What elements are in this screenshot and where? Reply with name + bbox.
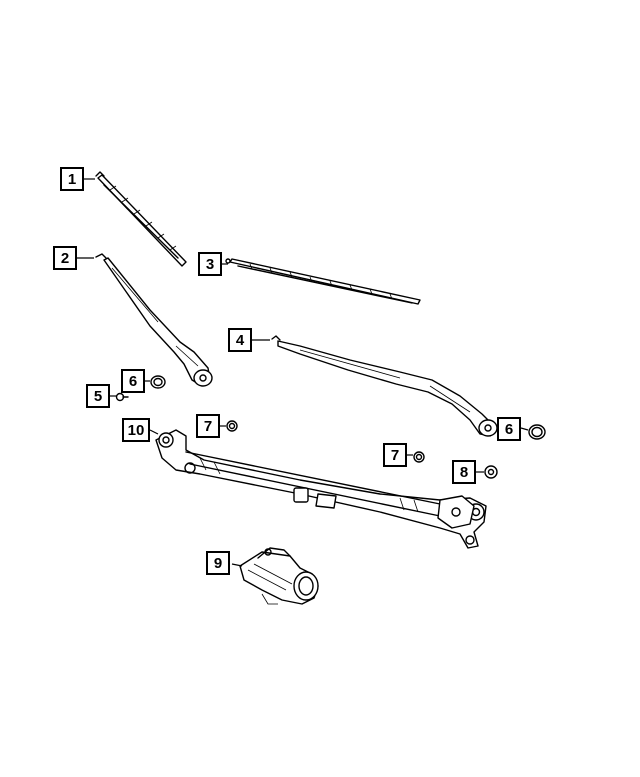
callout-8[interactable]: 8 <box>452 460 476 484</box>
callout-9[interactable]: 9 <box>206 551 230 575</box>
cap-6-left <box>150 375 166 389</box>
callout-4[interactable]: 4 <box>228 328 252 352</box>
wiper-blade-right <box>225 258 421 305</box>
callout-6-right[interactable]: 6 <box>497 417 521 441</box>
nut-7-upper <box>226 420 238 432</box>
wiper-arm-right <box>271 335 498 437</box>
callout-7-upper[interactable]: 7 <box>196 414 220 438</box>
callout-6-left[interactable]: 6 <box>121 369 145 393</box>
nut-5 <box>115 392 129 402</box>
callout-3[interactable]: 3 <box>198 252 222 276</box>
wiper-motor <box>239 547 319 605</box>
cap-6-right <box>528 424 546 440</box>
callout-7-lower[interactable]: 7 <box>383 443 407 467</box>
nut-7-lower <box>413 451 425 463</box>
callout-5[interactable]: 5 <box>86 384 110 408</box>
callout-1[interactable]: 1 <box>60 167 84 191</box>
washer-8 <box>484 465 498 479</box>
wiper-blade-left <box>95 171 187 267</box>
wiper-arm-left <box>95 253 213 387</box>
callout-2[interactable]: 2 <box>53 246 77 270</box>
callout-10[interactable]: 10 <box>122 418 150 442</box>
wiper-linkage <box>155 429 487 549</box>
